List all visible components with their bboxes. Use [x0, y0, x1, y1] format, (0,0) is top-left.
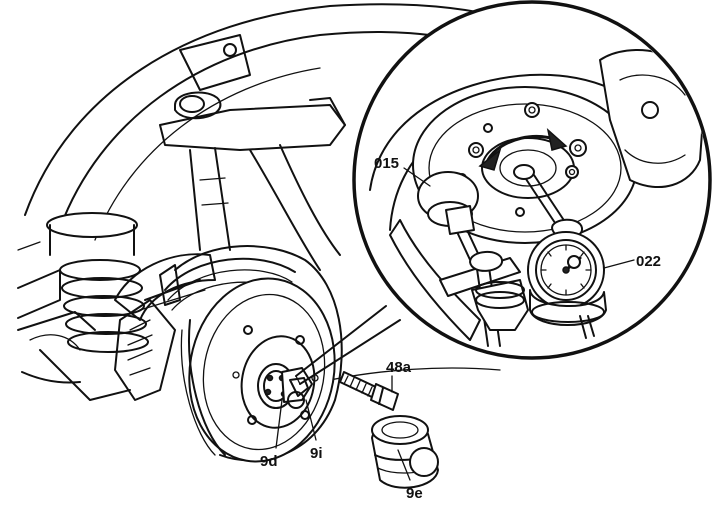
- coil-spring: [29, 212, 149, 401]
- brake-disc: [164, 245, 343, 463]
- label-9i: 9i: [310, 445, 323, 462]
- detail-magnifier: [352, 0, 712, 360]
- detail-leaders: [403, 167, 635, 269]
- detail-pointer: [295, 305, 401, 385]
- wheel-bolt-48a: [339, 371, 399, 411]
- label-015: 015: [374, 155, 399, 172]
- label-022: 022: [636, 253, 661, 270]
- hub-nut-assembly: [257, 363, 313, 409]
- label-9e: 9e: [406, 485, 423, 502]
- upper-control-arm: [159, 34, 346, 271]
- label-48a: 48a: [386, 359, 412, 376]
- callout-labels: 015 022 48a 9d 9i 9e: [260, 155, 661, 502]
- leader-lines: [275, 375, 411, 481]
- label-9d: 9d: [260, 453, 278, 470]
- rubber-bushing-9e: [371, 415, 439, 489]
